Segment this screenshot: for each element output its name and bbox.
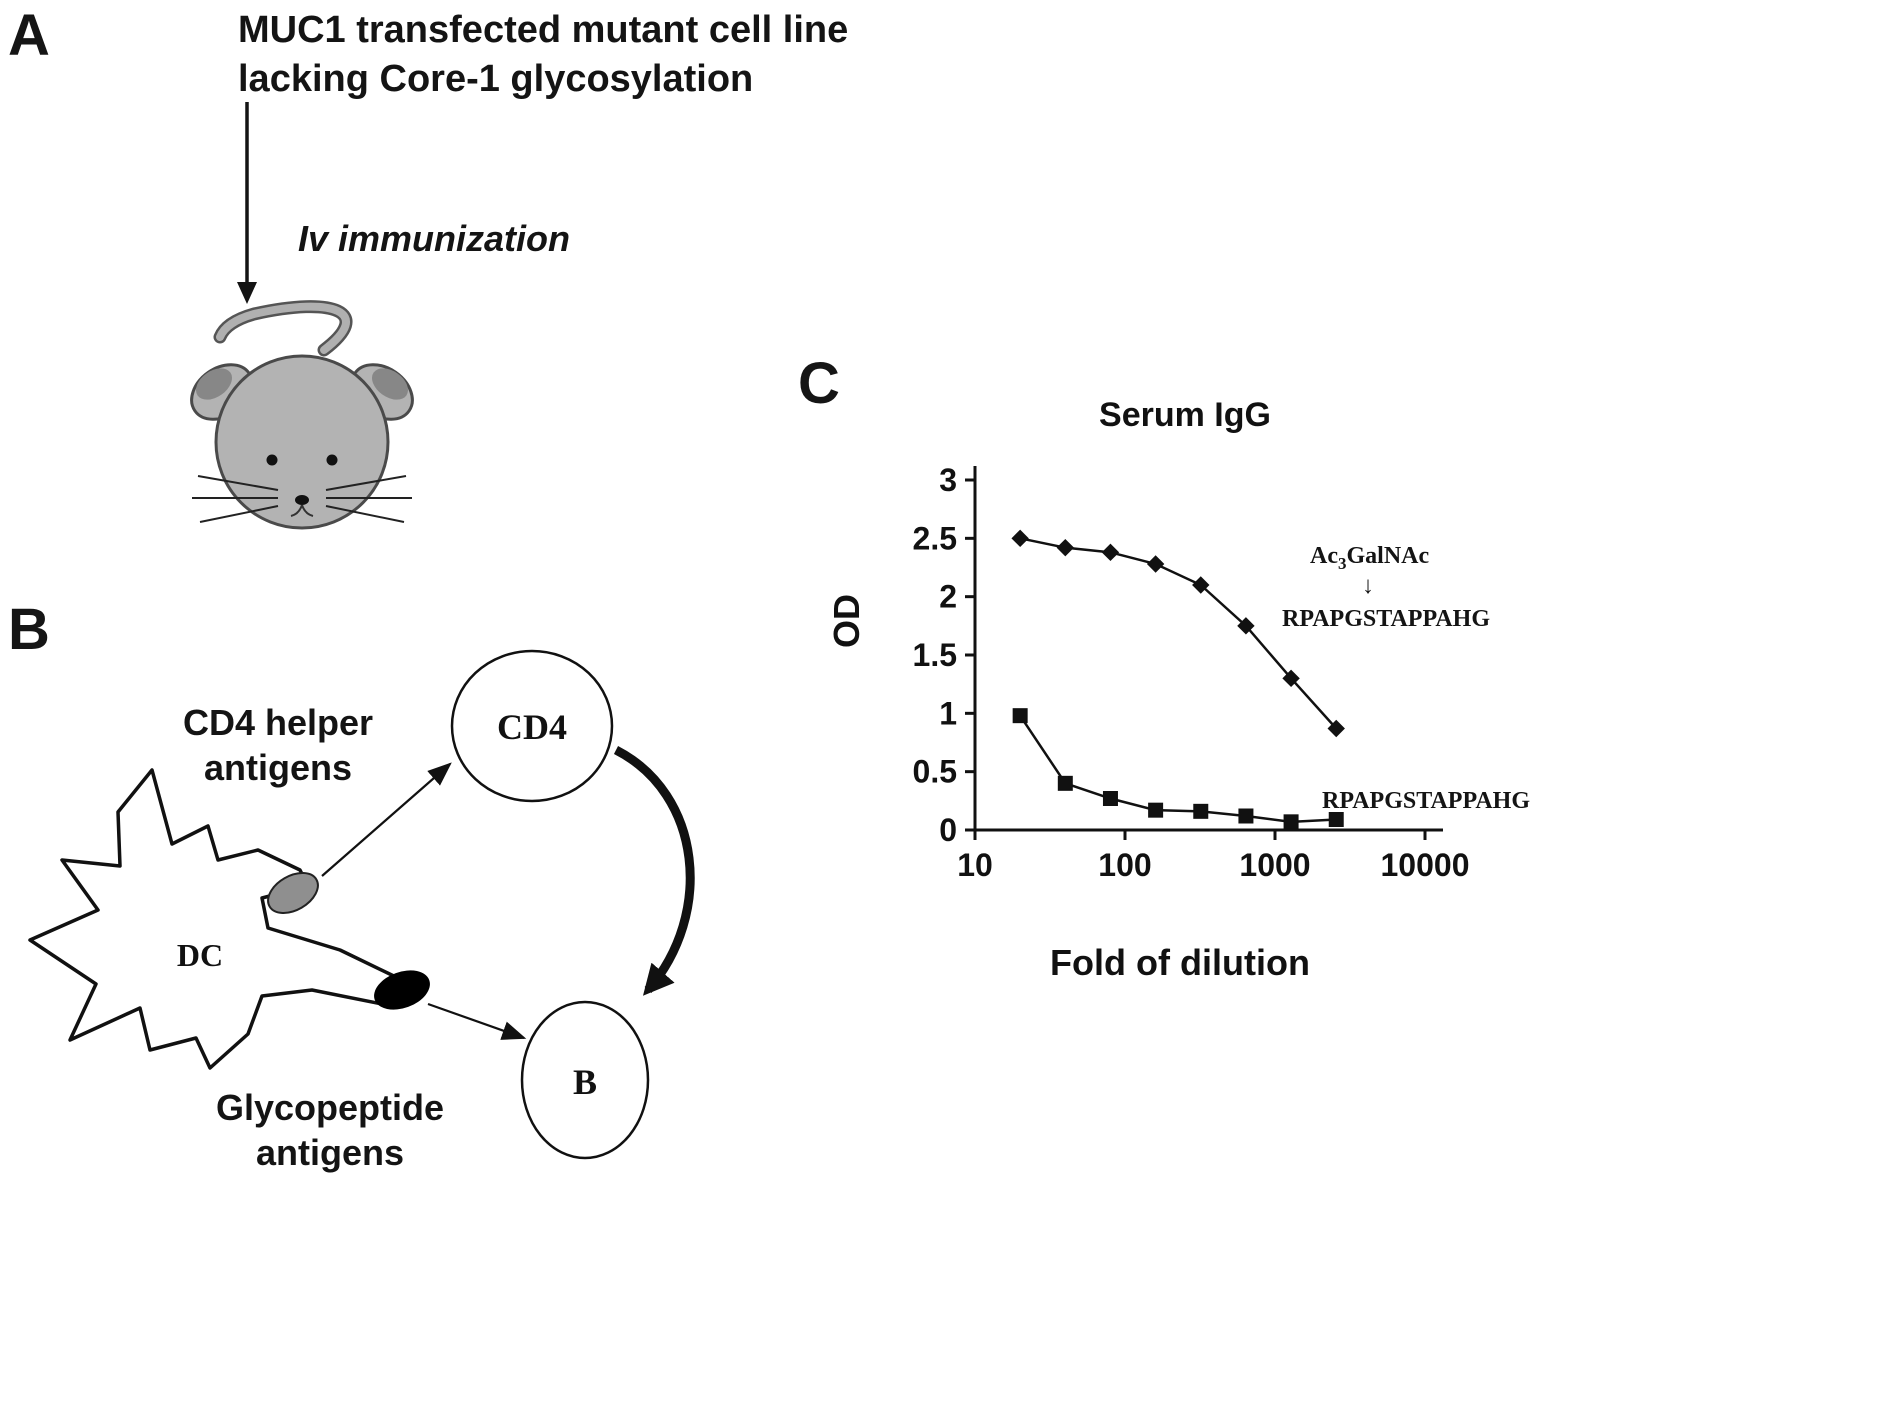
- b-cell-label: B: [573, 1062, 597, 1102]
- glyco-suffix: GalNAc: [1346, 543, 1430, 569]
- square-marker: [1012, 708, 1028, 724]
- panel-b-diagram: DC CD4 B: [28, 649, 695, 1160]
- square-marker: [1283, 814, 1299, 830]
- x-tick-label: 10: [957, 847, 993, 883]
- diamond-marker: [1146, 555, 1165, 573]
- arrow-dc-to-cd4: [321, 762, 452, 877]
- diamond-marker: [1327, 719, 1345, 738]
- arrow-dc-to-b: [427, 1002, 527, 1040]
- dendritic-cell-outline: [28, 768, 400, 1070]
- cd4-helper-antigens-label: CD4 helper antigens: [148, 700, 408, 790]
- y-tick-label: 1: [939, 695, 957, 731]
- square-marker: [1148, 802, 1164, 818]
- annotation-down-arrow-icon: ↓: [1362, 573, 1374, 599]
- square-marker: [1102, 791, 1118, 806]
- mouse-tail: [216, 302, 350, 354]
- diamond-marker: [1101, 543, 1120, 562]
- serum-igg-chart: 0 0.5 1 1.5 2 2.5 3 10 100 1000 10000: [913, 462, 1470, 883]
- y-tick-label: 2.5: [913, 520, 957, 556]
- chart-title: Serum IgG: [1099, 396, 1271, 434]
- diamond-marker: [1056, 538, 1075, 557]
- glyco-prefix: Ac: [1310, 543, 1338, 569]
- mouse-mouth: [290, 504, 314, 517]
- x-tick-label: 10000: [1381, 847, 1470, 883]
- glycopeptide-antigen-blob: [374, 970, 430, 1010]
- y-tick-label: 2: [939, 579, 957, 615]
- panel-c-letter: C: [798, 351, 840, 416]
- peptide-sequence-annotation: RPAPGSTAPPAHG: [1322, 788, 1530, 814]
- glycopeptide-antigens-line2: antigens: [255, 1132, 405, 1173]
- mouse-head: [214, 354, 390, 530]
- arrow-head: [237, 282, 257, 304]
- x-axis-label: Fold of dilution: [1050, 942, 1310, 983]
- cd4-helper-antigen-blob: [267, 872, 319, 914]
- glycopeptide-sequence-annotation: RPAPGSTAPPAHG: [1282, 606, 1490, 632]
- glycopeptide-antigens-label: Glycopeptide antigens: [170, 1085, 490, 1175]
- y-tick-label: 3: [939, 462, 957, 498]
- diamond-marker: [1237, 617, 1255, 635]
- b-cell-circle: [520, 1000, 650, 1160]
- panel-b-letter: B: [8, 597, 50, 662]
- panel-a-title-line2: lacking Core-1 glycosylation: [238, 58, 754, 101]
- x-tick-label: 100: [1098, 847, 1151, 883]
- y-tick-label: 0.5: [913, 754, 957, 790]
- square-marker: [1238, 808, 1254, 824]
- y-tick-label: 0: [939, 812, 957, 848]
- immunization-down-arrow-icon: [237, 102, 257, 304]
- mouse-illustration: [190, 300, 414, 530]
- cd4-cell-label: CD4: [497, 707, 567, 747]
- square-marker: [1193, 803, 1209, 819]
- diamond-marker: [1282, 669, 1300, 688]
- diamond-marker: [1011, 529, 1029, 548]
- mouse-nose: [295, 495, 309, 505]
- glyco-sub: 3: [1337, 554, 1347, 573]
- panel-a-title-line1: MUC1 transfected mutant cell line: [238, 9, 849, 51]
- x-tick-label: 1000: [1239, 847, 1310, 883]
- diamond-marker: [1192, 576, 1210, 594]
- glycopeptide-antigens-line1: Glycopeptide: [215, 1087, 445, 1128]
- y-tick-label: 1.5: [913, 637, 957, 673]
- mouse-right-eye: [326, 454, 338, 466]
- panel-a-letter: A: [8, 3, 50, 68]
- cd4-helper-antigens-line2: antigens: [203, 747, 353, 788]
- glycopeptide-series-annotation-name: Ac3GalNAc: [1310, 543, 1429, 574]
- series-line: [1019, 537, 1338, 730]
- mouse-whiskers: [192, 475, 412, 523]
- arrow-cd4-help-to-b: [613, 745, 695, 996]
- series-line: [1019, 714, 1337, 824]
- iv-immunization-caption: Iv immunization: [298, 218, 571, 259]
- panel-a-title: MUC1 transfected mutant cell line lackin…: [238, 6, 848, 105]
- cd4-cell-circle: [450, 649, 614, 803]
- mouse-left-eye: [266, 454, 278, 466]
- square-marker: [1328, 812, 1344, 827]
- dc-label: DC: [177, 937, 223, 973]
- square-marker: [1057, 775, 1073, 791]
- y-axis-label: OD: [826, 594, 867, 648]
- cd4-helper-antigens-line1: CD4 helper: [182, 702, 374, 743]
